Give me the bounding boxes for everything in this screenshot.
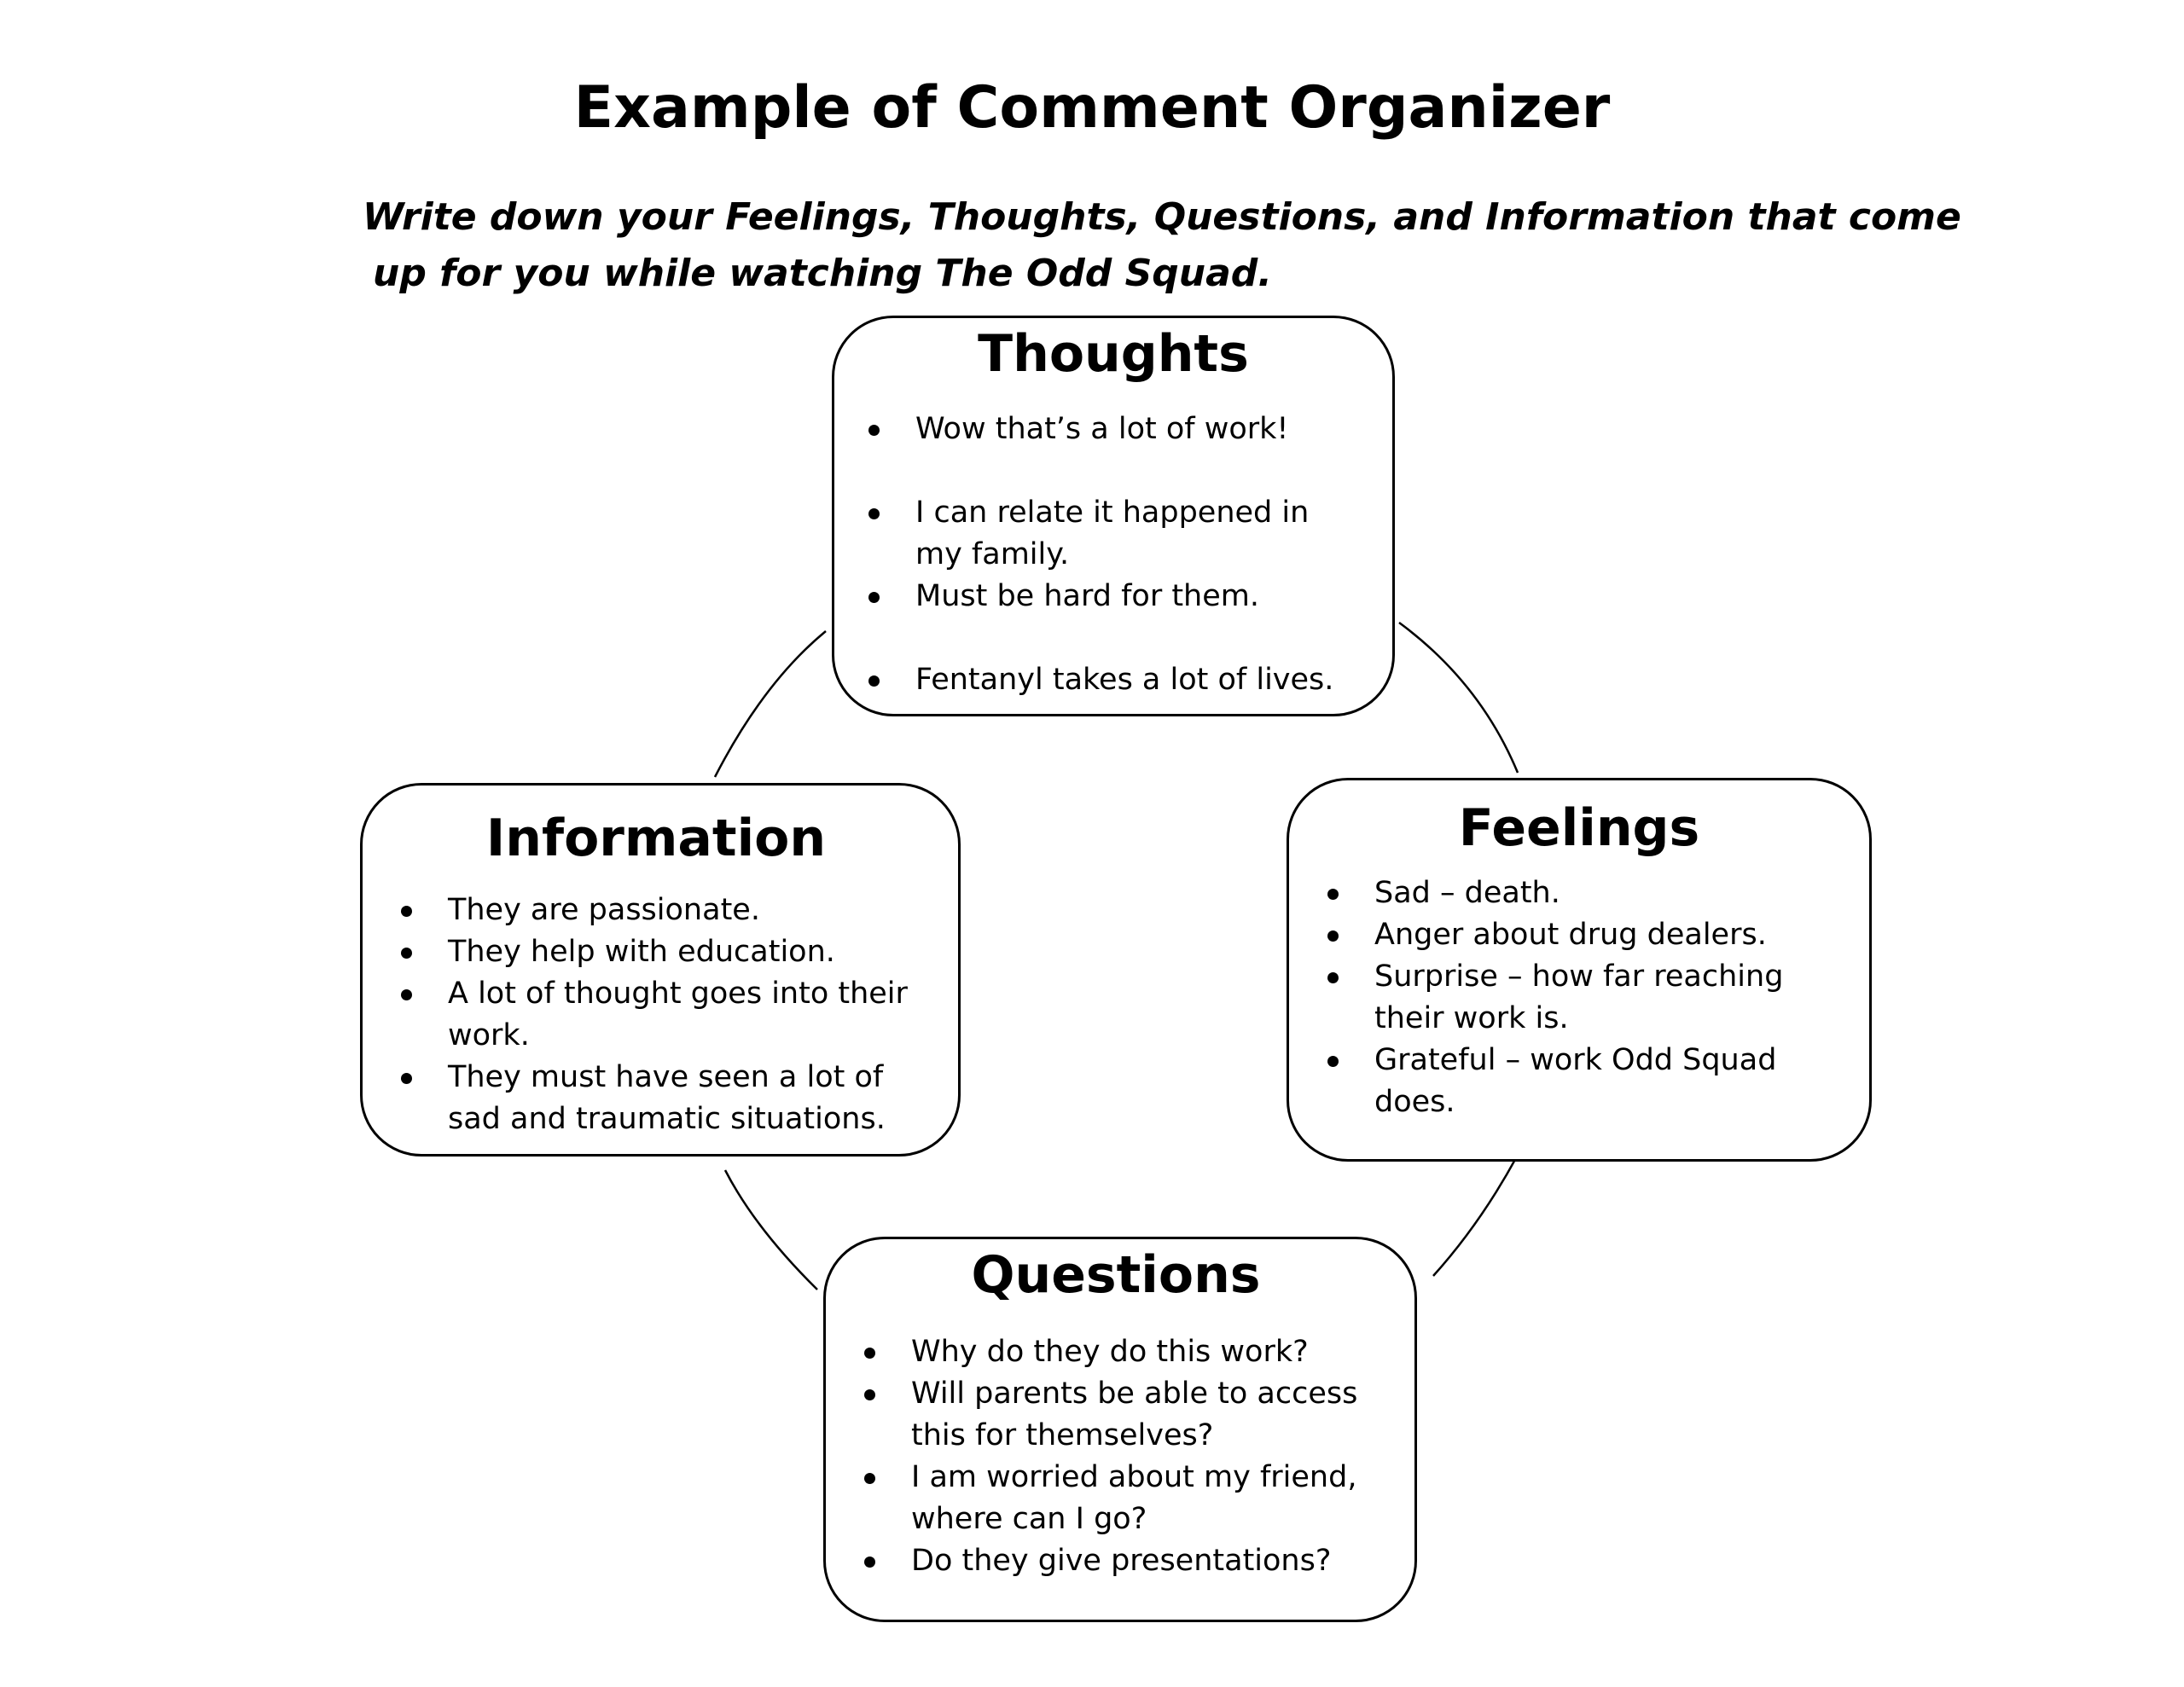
list-item-text: Do they give presentations? <box>911 1544 1332 1578</box>
page-title: Example of Comment Organizer <box>573 74 1611 142</box>
list-item-text: Sad – death. <box>1374 876 1560 910</box>
list-item-text: Wow that’s a lot of work! <box>915 412 1289 446</box>
connector-information-to-thoughts <box>713 630 827 778</box>
instructions: Write down your Feelings, Thoughts, Ques… <box>363 189 1961 302</box>
list-item-text: They help with education. <box>448 935 835 969</box>
list-item-text: Why do they do this work? <box>911 1335 1309 1369</box>
list-item: They must have seen a lot of sad and tra… <box>397 1057 926 1140</box>
list-item: I am worried about my friend, where can … <box>860 1457 1389 1540</box>
list-item-text: They must have seen a lot of sad and tra… <box>448 1060 886 1136</box>
thoughts-box: Thoughts Wow that’s a lot of work! I can… <box>832 316 1395 716</box>
list-item-text: I can relate it happened in my family. <box>915 496 1310 571</box>
list-item-text: Grateful – work Odd Squad does. <box>1374 1043 1777 1119</box>
list-item: They are passionate. <box>397 890 926 931</box>
connector-feelings-to-questions <box>1432 1156 1519 1277</box>
feelings-list: Sad – death. Anger about drug dealers. S… <box>1323 872 1835 1123</box>
questions-heading: Questions <box>971 1245 1261 1305</box>
list-item: Why do they do this work? <box>860 1331 1389 1373</box>
list-item: Anger about drug dealers. <box>1323 914 1835 956</box>
information-box: Information They are passionate. They he… <box>360 783 961 1157</box>
feelings-heading: Feelings <box>1458 798 1700 858</box>
list-item-text: Fentanyl takes a lot of lives. <box>915 663 1334 697</box>
list-item-text: Must be hard for them. <box>915 579 1259 613</box>
list-item: They help with education. <box>397 931 926 973</box>
list-item-text: I am worried about my friend, where can … <box>911 1460 1357 1536</box>
connector-thoughts-to-feelings <box>1398 621 1519 774</box>
list-item: Sad – death. <box>1323 872 1835 914</box>
list-item-text: Surprise – how far reaching their work i… <box>1374 959 1784 1035</box>
list-item-text: Will parents be able to access this for … <box>911 1377 1358 1452</box>
questions-box: Questions Why do they do this work? Will… <box>823 1237 1417 1622</box>
list-item: Do they give presentations? <box>860 1540 1389 1582</box>
list-item: Fentanyl takes a lot of lives. <box>864 659 1359 701</box>
questions-list: Why do they do this work? Will parents b… <box>860 1331 1389 1582</box>
list-item: Wow that’s a lot of work! <box>864 409 1359 450</box>
list-item: Will parents be able to access this for … <box>860 1373 1389 1457</box>
thoughts-list: Wow that’s a lot of work! I can relate i… <box>864 409 1359 701</box>
connector-questions-to-information <box>723 1169 818 1290</box>
list-item: Must be hard for them. <box>864 576 1359 617</box>
list-item: Surprise – how far reaching their work i… <box>1323 956 1835 1040</box>
thoughts-heading: Thoughts <box>978 324 1249 384</box>
list-item-text: Anger about drug dealers. <box>1374 918 1767 952</box>
instructions-line-1: Write down your Feelings, Thoughts, Ques… <box>363 195 1961 239</box>
list-item-text: A lot of thought goes into their work. <box>448 977 908 1052</box>
list-item: Grateful – work Odd Squad does. <box>1323 1040 1835 1123</box>
feelings-box: Feelings Sad – death. Anger about drug d… <box>1287 778 1872 1162</box>
list-item-text: They are passionate. <box>448 893 760 927</box>
information-heading: Information <box>485 809 827 868</box>
instructions-line-2: up for you while watching The Odd Squad. <box>373 252 1273 295</box>
list-item: I can relate it happened in my family. <box>864 492 1359 576</box>
list-item: A lot of thought goes into their work. <box>397 973 926 1057</box>
information-list: They are passionate. They help with educ… <box>397 890 926 1140</box>
